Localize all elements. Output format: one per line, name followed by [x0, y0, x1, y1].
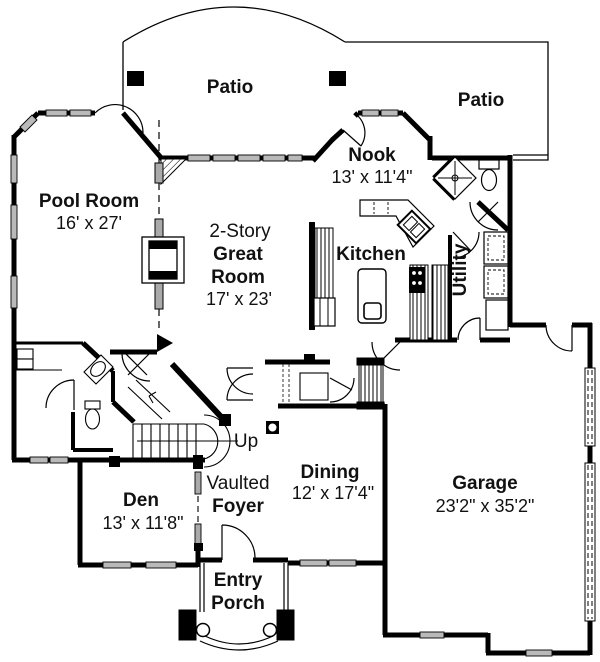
pool-room-patio-door [94, 104, 144, 134]
window [361, 109, 380, 117]
label-great-room-1: Great [213, 244, 263, 265]
label-dining: Dining [300, 462, 359, 483]
label-patio-left: Patio [207, 77, 253, 98]
closet [299, 372, 329, 401]
toilet [84, 400, 101, 410]
window [45, 109, 68, 117]
label-patio-right: Patio [458, 90, 504, 111]
label-pool-room: Pool Room [39, 191, 139, 212]
label-porch-2: Porch [211, 593, 265, 614]
wall-end-cap [157, 334, 173, 352]
foyer-elements [109, 354, 329, 551]
vent [419, 631, 445, 639]
cooktop [409, 267, 425, 293]
label-up: Up [234, 431, 258, 452]
utility-appliances [483, 231, 509, 331]
fireplace [141, 236, 185, 284]
doors [45, 104, 573, 560]
window [69, 109, 92, 117]
freezer [485, 299, 509, 331]
window [262, 154, 286, 162]
label-garage-dims: 23'2" x 35'2" [436, 496, 535, 516]
post [154, 218, 164, 238]
post [154, 162, 164, 184]
window [212, 154, 236, 162]
window [237, 154, 261, 162]
label-garage: Garage [452, 473, 517, 494]
porch-column [178, 609, 197, 641]
label-den-dims: 13' x 11'8" [103, 513, 184, 533]
patio-column-icon [329, 71, 346, 86]
window [19, 114, 38, 133]
entry-porch-structure [178, 560, 295, 651]
dining-half-wall [358, 361, 384, 407]
room-divider [154, 120, 173, 352]
toilet [478, 159, 500, 170]
bath-door [469, 201, 499, 231]
stairs [127, 379, 238, 468]
opening-jamb [194, 471, 202, 495]
hatched-elements [160, 158, 385, 410]
patio-columns [127, 71, 346, 86]
garage-doors [584, 367, 596, 622]
window [10, 204, 18, 240]
windows [10, 109, 553, 657]
corner-sink [396, 209, 432, 245]
corner-bath [433, 156, 500, 200]
label-foyer-1: Vaulted [206, 473, 269, 494]
kitchen-counter [314, 227, 334, 299]
nook-patio-door [342, 115, 366, 147]
vent [525, 649, 553, 657]
post [154, 282, 164, 310]
label-pool-room-dims: 16' x 27' [56, 213, 122, 233]
under-stair-chute [127, 379, 171, 420]
label-foyer-2: Foyer [212, 496, 264, 517]
window [328, 559, 357, 567]
label-great-room-prefix: 2-Story [209, 221, 271, 242]
patio-outlines [122, 6, 549, 161]
powder-room-door [45, 379, 75, 410]
label-porch-1: Entry [214, 570, 263, 591]
hall-double-door [121, 352, 151, 382]
window [10, 154, 18, 184]
stair-post [219, 414, 231, 426]
window [287, 154, 303, 162]
island-sink [363, 302, 382, 320]
label-kitchen: Kitchen [336, 244, 406, 265]
great-room-corner-hatch [160, 158, 188, 186]
opening-jamb [194, 523, 202, 547]
hall-door [452, 231, 480, 259]
refrigerator [313, 297, 336, 327]
window [10, 275, 18, 309]
closet-door [329, 377, 355, 403]
porch-column [276, 609, 295, 641]
window [299, 559, 328, 567]
label-utility: Utility [450, 243, 471, 296]
patio-column-icon [127, 71, 144, 86]
kitchen-hall-door [371, 341, 401, 371]
room-labels: Patio Patio Pool Room 16' x 27' 2-Story … [39, 77, 535, 614]
bar-sink [16, 348, 34, 360]
label-den: Den [123, 490, 159, 511]
front-door [221, 524, 256, 560]
window [187, 154, 211, 162]
label-great-room-2: Room [211, 267, 265, 288]
window [145, 561, 177, 569]
label-nook-dims: 13' x 11'4" [332, 167, 413, 187]
window [380, 109, 399, 117]
foyer-french-doors [226, 367, 254, 401]
powder-room [16, 348, 114, 430]
label-dining-dims: 12' x 17'4" [292, 483, 374, 503]
window [102, 561, 132, 569]
garage-service-door [545, 324, 573, 352]
window [49, 456, 69, 464]
utility-door [457, 317, 481, 341]
label-nook: Nook [348, 145, 396, 166]
kitchen-counter [431, 264, 449, 341]
kitchen-fixtures [313, 199, 449, 341]
label-great-room-dims: 17' x 23' [206, 289, 272, 309]
window [29, 456, 49, 464]
